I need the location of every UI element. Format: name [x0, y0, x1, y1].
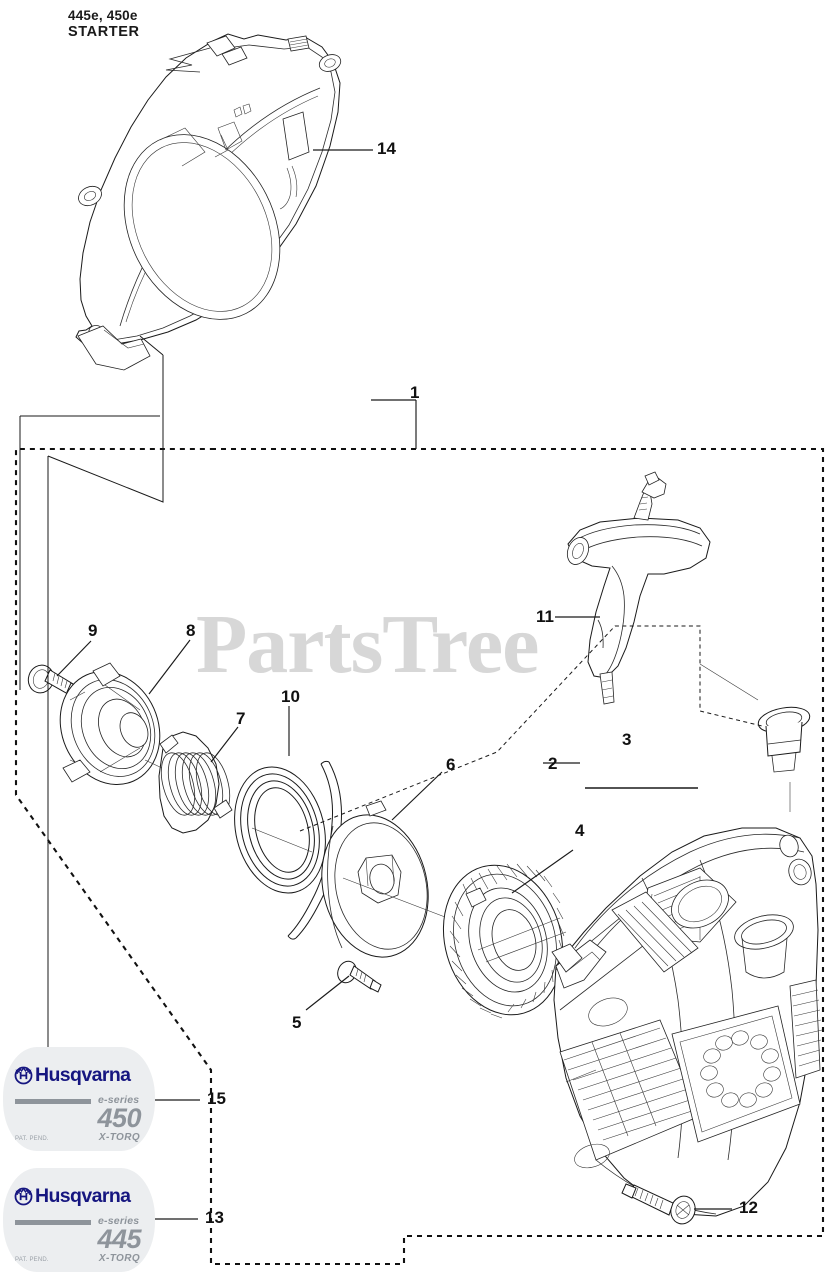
decal-450-model-number: 450 [97, 1103, 141, 1133]
leader-5 [305, 975, 350, 1011]
part-2-rope-grommet-drawing [699, 663, 811, 812]
kit-line-c [47, 355, 164, 503]
decal-450-brand: Husqvarna [35, 1064, 131, 1086]
section-name: STARTER [68, 23, 140, 40]
leader-7 [210, 726, 239, 763]
decal-445-bar [15, 1220, 91, 1225]
decal-450-series: e-series [98, 1094, 140, 1106]
leader-4 [511, 849, 574, 894]
husqvarna-crown-icon [14, 1066, 33, 1085]
decal-450-patent: PAT. PEND. [15, 1136, 49, 1142]
part-8-rope-rotor-drawing [59, 662, 161, 785]
leader-9 [56, 640, 92, 677]
callout-5[interactable]: 5 [292, 1013, 302, 1032]
decal-445-series: e-series [98, 1215, 140, 1227]
part-6-pulley-drawing [321, 800, 501, 958]
part-12-screw-drawing [621, 1183, 696, 1225]
callout-2[interactable]: 2 [548, 754, 558, 773]
callout-15[interactable]: 15 [207, 1089, 226, 1108]
callout-11[interactable]: 11 [536, 607, 554, 626]
decal-445-patent: PAT. PEND. [15, 1257, 49, 1263]
leader-6 [391, 771, 443, 821]
callout-12[interactable]: 12 [739, 1198, 758, 1217]
kit-line-e [139, 335, 164, 356]
decal-445-brandrow: Husqvarna [14, 1185, 131, 1207]
decal-450-tech: X-TORQ [98, 1132, 140, 1143]
callout-14[interactable]: 14 [377, 139, 396, 158]
decal-445[interactable]: Husqvarna e-series 445 PAT. PEND. X-TORQ [3, 1168, 155, 1272]
part-11-starter-handle-drawing [566, 471, 711, 705]
decal-450[interactable]: Husqvarna e-series 450 PAT. PEND. X-TORQ [3, 1047, 155, 1151]
diagram-title: 445e, 450e STARTER [68, 8, 140, 41]
decal-450-bar [15, 1099, 91, 1104]
leader-8 [148, 639, 191, 695]
decal-450-brandrow: Husqvarna [14, 1064, 131, 1086]
callout-8[interactable]: 8 [186, 621, 196, 640]
callout-13[interactable]: 13 [205, 1208, 224, 1227]
part-5-screw-drawing [337, 960, 382, 993]
callout-10[interactable]: 10 [281, 687, 300, 706]
part-14-starter-cover-drawing [75, 33, 342, 371]
callout-1[interactable]: 1 [410, 383, 420, 402]
leader-lines [56, 149, 763, 1220]
assembly-boundary-1 [14, 447, 825, 1266]
callout-4[interactable]: 4 [575, 821, 585, 840]
model-line: 445e, 450e [68, 8, 138, 23]
bracket-3-visible [299, 625, 763, 832]
part-10-starter-rope-drawing [234, 760, 342, 940]
husqvarna-crown-icon [14, 1187, 33, 1206]
air-hole-pattern [700, 1030, 781, 1108]
starter-housing-assembly-drawing [551, 827, 823, 1217]
part-7-recoil-spring-drawing [144, 731, 233, 834]
callout-6[interactable]: 6 [446, 755, 456, 774]
partstree-watermark: PartsTree [196, 598, 539, 691]
decal-445-tech: X-TORQ [98, 1253, 140, 1264]
part-4-flywheel-ring-drawing [442, 863, 567, 1019]
callout-9[interactable]: 9 [88, 621, 98, 640]
callout-3[interactable]: 3 [622, 730, 632, 749]
decal-445-model-number: 445 [97, 1224, 141, 1254]
decal-445-brand: Husqvarna [35, 1185, 131, 1207]
callout-7[interactable]: 7 [236, 709, 246, 728]
